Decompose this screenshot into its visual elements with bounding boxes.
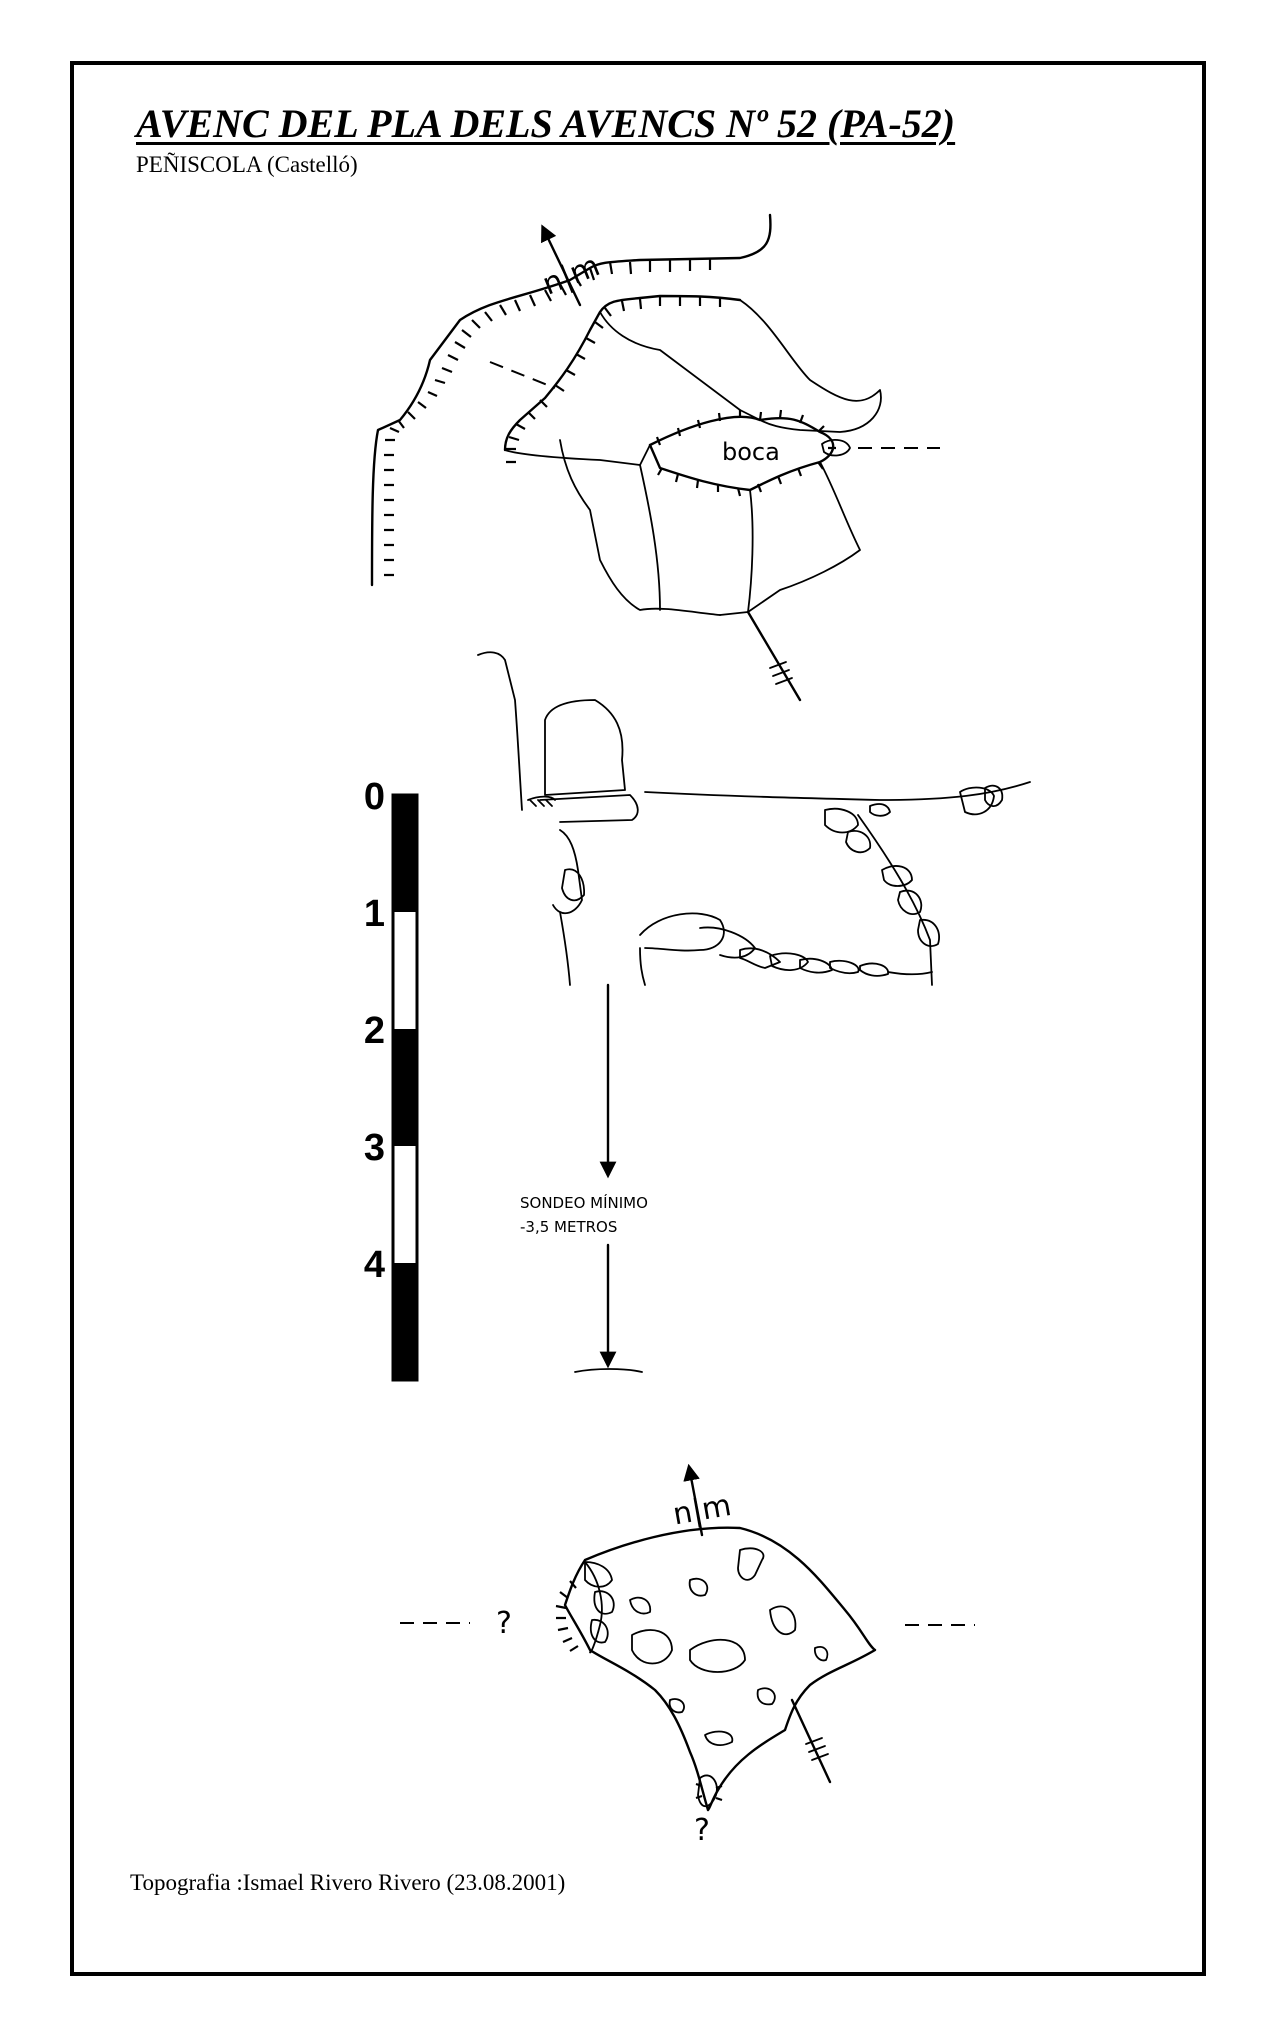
section-rope-knot	[527, 795, 556, 807]
scale-bar-frame	[391, 793, 419, 1382]
sounding-label-line1: SONDEO MÍNIMO	[520, 1193, 648, 1212]
scale-tick-label: 0	[364, 776, 385, 818]
section-floor-rock-4	[769, 952, 809, 971]
interior-rock-3	[737, 1547, 765, 1581]
section-rock-1	[959, 786, 995, 816]
section-rock-9	[561, 868, 585, 902]
north-label-bottom: n|m	[670, 1488, 734, 1533]
section-rock-3	[869, 803, 891, 817]
section-floor-rock-7	[859, 962, 889, 977]
plan-block-left	[559, 439, 721, 616]
section-rock-7	[897, 889, 923, 915]
plan-block-divider	[599, 311, 741, 411]
section-rock-6	[881, 865, 913, 887]
unknown-bottom-mark: ?	[694, 1813, 710, 1848]
section-surface	[644, 781, 1031, 801]
section-rock-4	[824, 807, 859, 834]
north-arrow-bottom	[683, 1463, 704, 1537]
section-floor-rock-6	[829, 959, 860, 975]
left-rock-1	[584, 1561, 613, 1588]
chamber-outline	[563, 1526, 877, 1812]
survey-credit: Topografia :Ismael Rivero Rivero (23.08.…	[130, 1870, 566, 1895]
scale-bar: 0 1 2 3 4	[364, 776, 419, 1382]
plan-block-upper-right	[739, 299, 882, 433]
section-floor-rock-5	[799, 957, 833, 974]
section-lip	[539, 794, 639, 823]
section-view: SONDEO MÍNIMO -3,5 METROS	[477, 651, 1031, 1373]
plan-inner-wall	[503, 294, 742, 452]
plan-block-mid-1	[639, 464, 661, 611]
north-label-top: n|m	[538, 248, 605, 302]
location-subtitle: PEÑISCOLA (Castelló)	[136, 152, 358, 177]
section-rock-8	[917, 919, 940, 947]
interior-rock-4	[769, 1605, 797, 1636]
plan-rock-small	[821, 439, 851, 457]
south-tail-line-bottom	[790, 1698, 832, 1784]
scale-segment	[393, 1029, 417, 1146]
plan-outer-hatching	[384, 258, 712, 577]
south-tail-ticks	[769, 661, 793, 685]
section-floor-rock-2	[699, 926, 756, 959]
plan-outer-wall	[370, 213, 772, 587]
scale-tick-label: 2	[364, 1010, 385, 1052]
chamber-left-hatching	[555, 1580, 579, 1652]
bottom-tip-hatching	[695, 1782, 723, 1802]
bottom-tip-rock	[697, 1774, 718, 1808]
chamber-left-lobe	[584, 1561, 603, 1654]
section-floor-left-edge	[639, 947, 646, 986]
section-floor-right-edge	[887, 971, 933, 976]
section-marker-left	[489, 361, 556, 389]
interior-rock-7	[814, 1646, 829, 1662]
interior-rock-1	[629, 1596, 652, 1615]
entrance-hatching	[655, 409, 836, 497]
section-left-lower	[559, 911, 571, 986]
page-title: AVENC DEL PLA DELS AVENCS Nº 52 (PA-52)	[136, 101, 956, 146]
plan-block-line	[504, 444, 651, 466]
left-rock-2	[593, 1590, 615, 1615]
scale-tick-label: 3	[364, 1127, 385, 1169]
entrance-label: boca	[722, 438, 780, 466]
left-rock-3	[590, 1619, 609, 1644]
plan-block-right	[719, 461, 861, 616]
plan-view-top: boca n|m	[370, 213, 940, 702]
plan-block-mid-2	[747, 489, 754, 613]
page-frame	[70, 61, 1206, 1976]
section-left-wall	[477, 651, 523, 811]
scale-segment	[393, 1146, 417, 1263]
scale-tick-label: 4	[364, 1244, 385, 1286]
interior-rock-9	[668, 1698, 685, 1714]
plan-inner-hatching	[506, 296, 722, 464]
scale-segment	[393, 795, 417, 912]
scale-segment	[393, 912, 417, 1029]
section-block-top	[544, 699, 626, 796]
sounding-label-line2: -3,5 METROS	[520, 1218, 617, 1236]
section-floor-rock-3	[739, 947, 781, 969]
interior-rock-2	[688, 1577, 709, 1597]
south-tail-ticks-bottom	[805, 1737, 829, 1761]
unknown-left-mark: ?	[496, 1606, 512, 1641]
section-chute-left	[552, 829, 583, 914]
section-right-wall	[857, 814, 933, 986]
scale-tick-label: 1	[364, 893, 385, 935]
depth-floor	[574, 1368, 643, 1373]
interior-rock-10	[704, 1730, 734, 1746]
interior-rock-8	[756, 1687, 776, 1706]
interior-rock-6	[689, 1638, 746, 1673]
section-floor-rock-1	[639, 912, 725, 952]
section-rock-2	[984, 784, 1004, 807]
section-rock-5	[845, 830, 872, 854]
plan-view-bottom: n|m ? ?	[400, 1463, 975, 1848]
scale-segment	[393, 1263, 417, 1380]
interior-rock-5	[631, 1629, 673, 1665]
south-tail-line	[746, 610, 802, 702]
north-arrow-top	[541, 224, 582, 307]
